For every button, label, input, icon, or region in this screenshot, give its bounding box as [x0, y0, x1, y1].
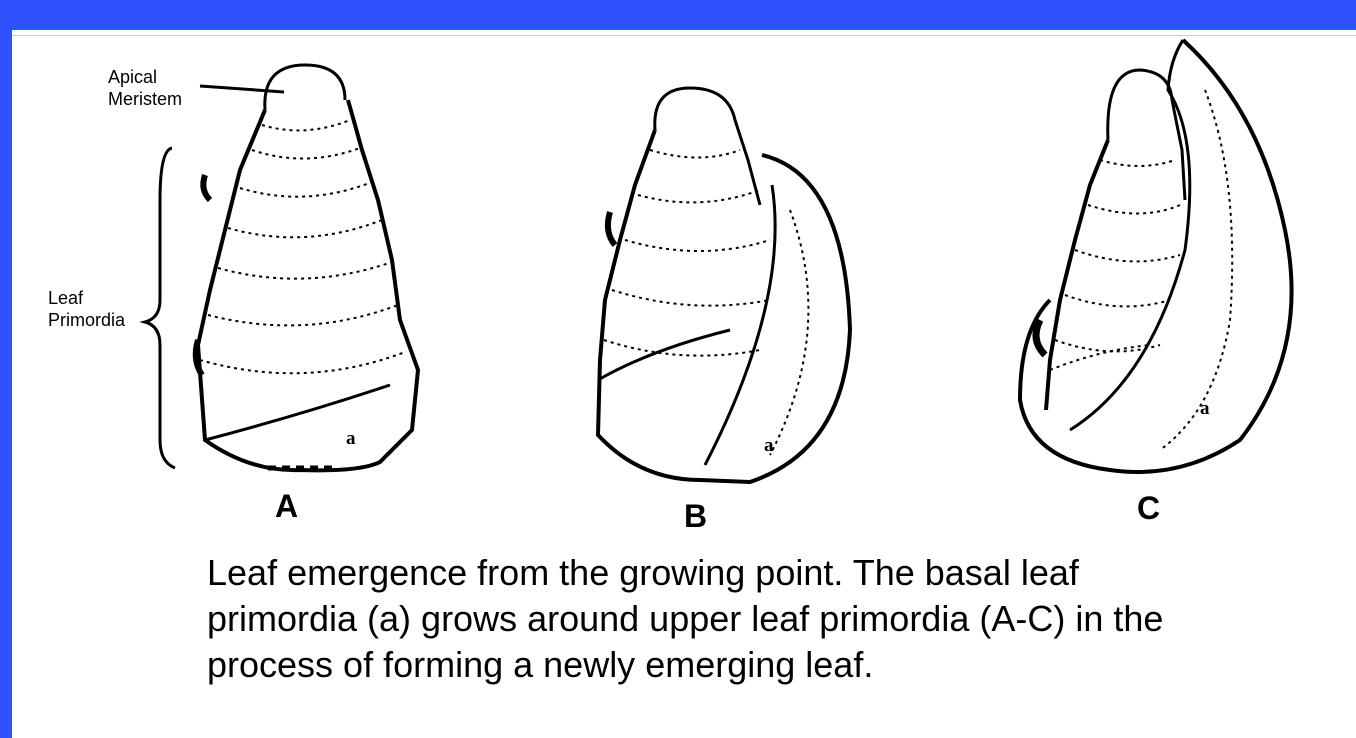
leaf-label-line2: Primordia	[48, 310, 125, 330]
caption-line-3: process of forming a newly emerging leaf…	[207, 642, 1327, 688]
leaf-primordia-brace	[145, 148, 175, 468]
figure-a-apex	[196, 65, 418, 470]
figure-c-apex	[1020, 40, 1292, 472]
primordium-a-label-figure-b: a	[764, 435, 774, 457]
leaf-primordia-label: Leaf Primordia	[48, 287, 125, 331]
primordium-a-label-figure-c: a	[1200, 398, 1210, 420]
figure-caption: Leaf emergence from the growing point. T…	[207, 550, 1327, 688]
apical-meristem-pointer	[200, 86, 284, 92]
figure-c-letter: C	[1137, 490, 1160, 527]
caption-line-1: Leaf emergence from the growing point. T…	[207, 550, 1327, 596]
leaf-label-line1: Leaf	[48, 288, 83, 308]
primordium-a-label-figure-a: a	[346, 428, 356, 450]
apical-label-line1: Apical	[108, 67, 157, 87]
apical-label-line2: Meristem	[108, 89, 182, 109]
figure-b-apex	[598, 88, 850, 482]
figure-a-letter: A	[275, 488, 298, 525]
figure-b-letter: B	[684, 498, 707, 535]
caption-line-2: primordia (a) grows around upper leaf pr…	[207, 596, 1327, 642]
apical-meristem-label: Apical Meristem	[108, 66, 182, 110]
